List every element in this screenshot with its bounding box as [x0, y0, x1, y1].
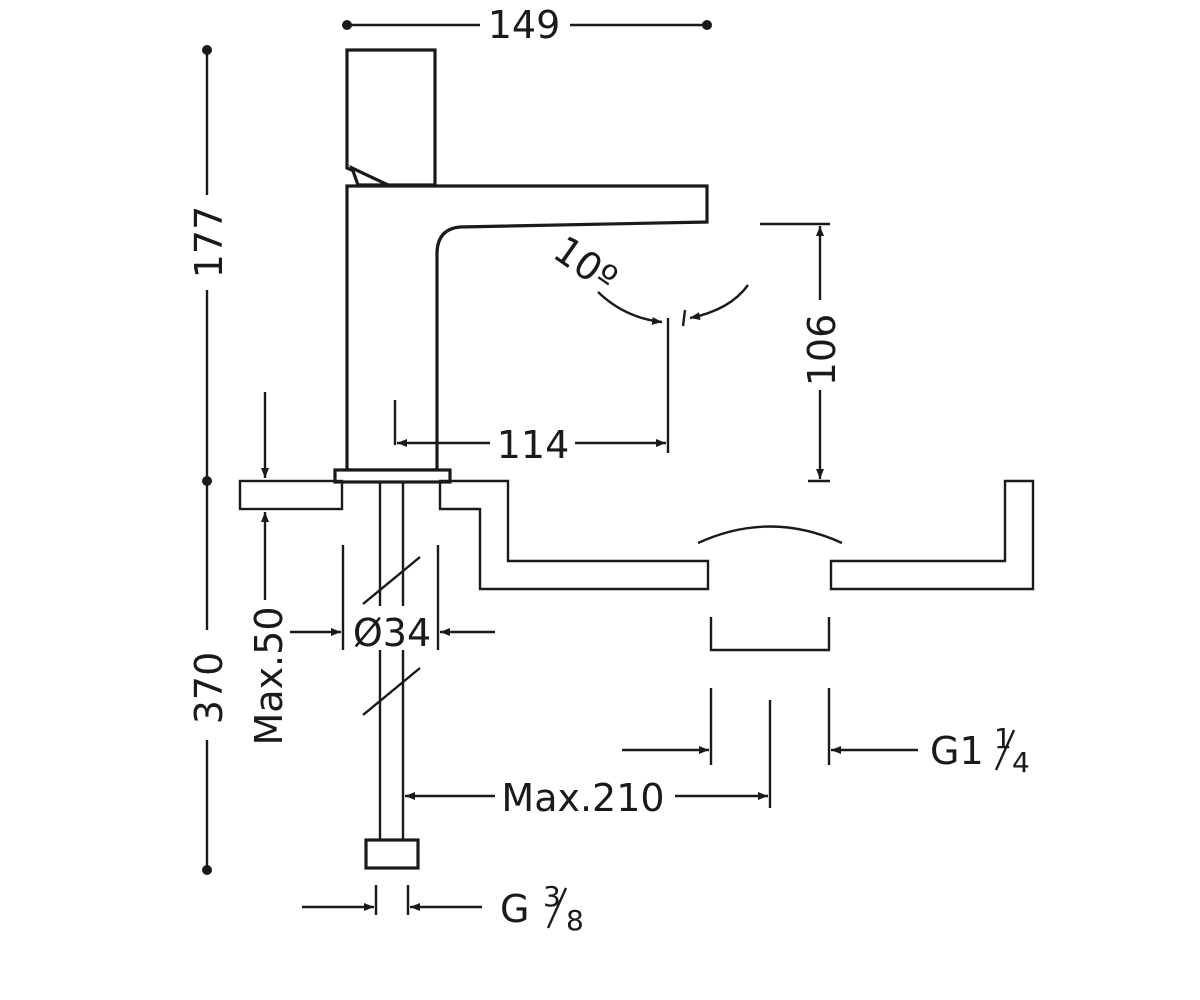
supply-thread-denominator: 8 — [566, 904, 584, 937]
deck-thickness-label: Max.50 — [247, 607, 291, 746]
height-spout-label: 177 — [187, 206, 231, 279]
total-height-label: 370 — [187, 652, 231, 725]
dim-deck-thickness: Max.50 — [247, 392, 291, 746]
drain-arc — [697, 525, 843, 545]
waste-fitting — [709, 617, 831, 652]
dim-hose-reach: Max.210 — [405, 700, 772, 820]
spout-reach-label: 114 — [497, 423, 570, 467]
deck-left — [238, 479, 344, 511]
basin-right-section — [829, 479, 1035, 591]
dim-angle: 10º — [546, 227, 749, 327]
dim-supply-thread: G 3 8 — [302, 880, 584, 937]
deck-and-basin — [238, 479, 1035, 652]
supply-thread-prefix: G — [500, 887, 529, 931]
hose-nut — [364, 838, 420, 870]
basin-section — [438, 479, 710, 591]
dim-left-vertical: 177 370 — [187, 45, 231, 875]
spout-clearance-label: 106 — [800, 314, 844, 387]
lever-handle — [345, 48, 437, 187]
dim-waste-thread: G1 1 4 — [622, 688, 1030, 779]
supply-thread-numerator: 3 — [543, 880, 561, 913]
dim-width-top: 149 — [342, 3, 712, 47]
hole-diameter-label: Ø34 — [353, 611, 431, 655]
supply-hose — [362, 482, 421, 870]
faucet-body — [333, 48, 709, 484]
width-top-label: 149 — [488, 3, 561, 47]
waste-thread-prefix: G1 — [930, 729, 984, 773]
dim-spout-reach: 114 — [393, 318, 670, 467]
angle-label: 10º — [546, 227, 626, 301]
base-flange — [333, 468, 452, 484]
dim-hole-diameter: Ø34 — [290, 545, 495, 655]
dim-spout-clearance: 106 — [760, 222, 844, 483]
waste-thread-denominator: 4 — [1012, 746, 1030, 779]
hose-reach-label: Max.210 — [501, 776, 664, 820]
spout-body — [345, 184, 709, 472]
